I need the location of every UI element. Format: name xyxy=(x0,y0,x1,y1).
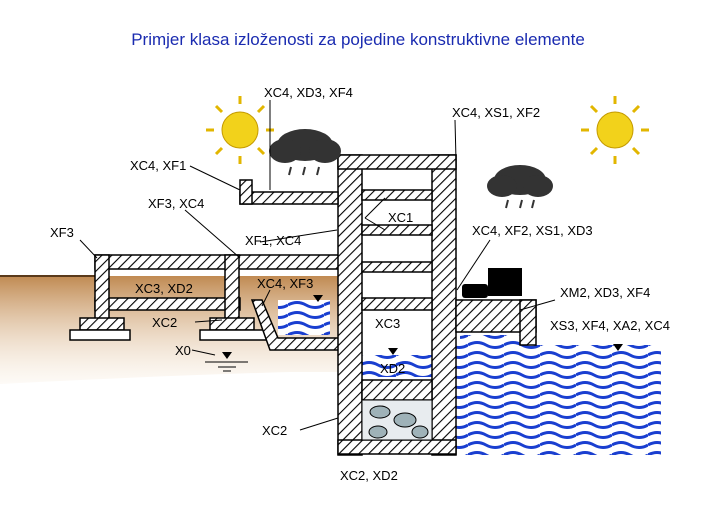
label-foundation: XC2, XD2 xyxy=(340,468,398,483)
diagram-title: Primjer klasa izloženosti za pojedine ko… xyxy=(131,30,585,49)
label-xc3: XC3 xyxy=(375,316,400,331)
label-slab-upper: XF3, XC4 xyxy=(148,196,204,211)
sun-icon xyxy=(581,96,649,164)
label-sea: XS3, XF4, XA2, XC4 xyxy=(550,318,670,333)
leader-lines xyxy=(79,100,556,431)
label-platform: XM2, XD3, XF4 xyxy=(560,285,650,300)
label-xc2-left: XC2 xyxy=(152,315,177,330)
label-pool: XC4, XF3 xyxy=(257,276,313,291)
main-building xyxy=(337,154,457,456)
water-level-icon xyxy=(313,295,623,355)
label-x0: X0 xyxy=(175,343,191,358)
label-inner-xc1: XC1 xyxy=(388,210,413,225)
label-balcony: XC4, XF1 xyxy=(130,158,186,173)
sun-icon xyxy=(206,96,274,164)
label-xf1-xc4: XF1, XC4 xyxy=(245,233,301,248)
vehicle-icon xyxy=(462,268,522,298)
label-right-wall: XC4, XF2, XS1, XD3 xyxy=(472,223,593,238)
label-xd2: XD2 xyxy=(380,361,405,376)
roof-slab xyxy=(239,179,339,205)
label-xf3: XF3 xyxy=(50,225,74,240)
cloud-rain-icon xyxy=(269,129,341,176)
cloud-rain-icon xyxy=(487,165,553,209)
pool-water xyxy=(278,300,330,335)
right-platform xyxy=(455,299,537,346)
label-roof-right: XC4, XS1, XF2 xyxy=(452,105,540,120)
label-roof-top: XC4, XD3, XF4 xyxy=(264,85,353,100)
label-cellar-slab: XC3, XD2 xyxy=(135,281,193,296)
chamber-water xyxy=(460,335,520,445)
ground-level-icon xyxy=(205,352,248,372)
basement-water xyxy=(362,355,432,377)
label-xc2-base: XC2 xyxy=(262,423,287,438)
